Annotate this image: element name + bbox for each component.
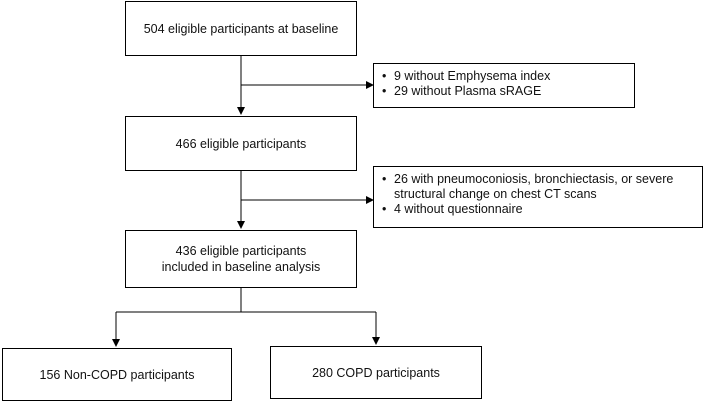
exclusion-item: 4 without questionnaire bbox=[382, 202, 694, 217]
node-baseline: 504 eligible participants at baseline bbox=[125, 1, 357, 56]
exclusion-list-first: 9 without Emphysema index 29 without Pla… bbox=[382, 69, 626, 99]
node-analysis: 436 eligible participants included in ba… bbox=[125, 230, 357, 288]
node-copd: 280 COPD participants bbox=[270, 346, 482, 399]
node-baseline-text: 504 eligible participants at baseline bbox=[143, 21, 339, 36]
node-eligible: 466 eligible participants bbox=[125, 116, 357, 171]
node-eligible-text: 466 eligible participants bbox=[175, 136, 307, 151]
exclusion-list-second: 26 with pneumoconiosis, bronchiectasis, … bbox=[382, 172, 694, 217]
node-copd-text: 280 COPD participants bbox=[312, 365, 440, 380]
node-non-copd-text: 156 Non-COPD participants bbox=[39, 367, 195, 382]
node-analysis-line: included in baseline analysis bbox=[161, 260, 321, 274]
node-non-copd: 156 Non-COPD participants bbox=[2, 348, 232, 401]
exclusion-item: 9 without Emphysema index bbox=[382, 69, 626, 84]
node-analysis-line: 436 eligible participants bbox=[175, 244, 307, 258]
exclusion-box-second: 26 with pneumoconiosis, bronchiectasis, … bbox=[373, 166, 703, 228]
exclusion-item: 26 with pneumoconiosis, bronchiectasis, … bbox=[382, 172, 694, 202]
exclusion-item: 29 without Plasma sRAGE bbox=[382, 84, 626, 99]
exclusion-box-first: 9 without Emphysema index 29 without Pla… bbox=[373, 63, 635, 108]
